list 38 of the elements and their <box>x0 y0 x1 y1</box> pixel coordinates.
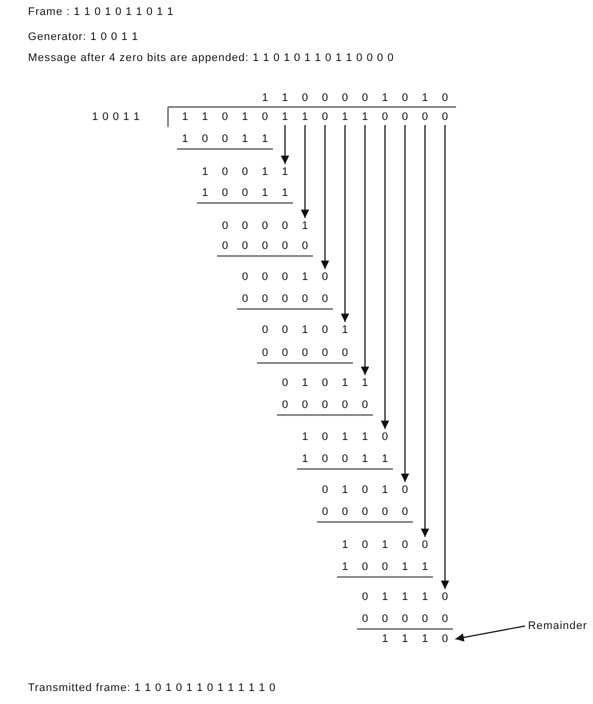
bit-row: 1 0 1 1 0 <box>302 430 394 444</box>
bit-row: 0 0 0 1 0 <box>242 270 334 284</box>
bit-row: 1 1 1 0 <box>382 632 454 646</box>
bit-row: 0 0 1 0 1 <box>262 323 354 337</box>
bit-row: 1 0 0 1 1 <box>342 560 434 574</box>
bit-row: 0 0 0 0 1 <box>222 219 314 233</box>
arrow <box>380 125 390 429</box>
bit-row: 0 0 0 0 0 <box>222 239 314 253</box>
arrow <box>420 125 430 537</box>
bit-row: 1 0 1 0 0 <box>342 538 434 552</box>
message-text: Message after 4 zero bits are appended: 1 1 0 1 0 1 1 0 1 1 0 0 0 0 <box>28 51 394 65</box>
bit-row: 1 0 0 1 1 <box>302 452 394 466</box>
divisor-text: 1 0 0 1 1 <box>92 110 140 124</box>
bit-row: 0 1 0 1 1 <box>282 376 374 390</box>
arrow <box>280 125 290 164</box>
bit-row: 0 0 0 0 0 <box>322 505 414 519</box>
generator-text: Generator: 1 0 0 1 1 <box>28 30 138 44</box>
bit-row: 0 0 0 0 0 <box>362 612 454 626</box>
frame-text: Frame : 1 1 0 1 0 1 1 0 1 1 <box>28 5 174 19</box>
bit-row: 1 1 0 1 0 1 1 0 1 1 0 0 0 0 <box>182 110 454 124</box>
bit-row: 0 0 0 0 0 <box>262 346 354 360</box>
leader-line <box>455 625 526 642</box>
callout-label: Remainder <box>528 619 588 633</box>
arrow <box>320 125 330 269</box>
arrow <box>400 125 410 482</box>
bit-row: 1 0 0 1 1 <box>202 186 294 200</box>
bit-row: 1 0 0 1 1 <box>202 165 294 179</box>
bit-row: 0 0 0 0 0 <box>282 398 374 412</box>
arrow <box>440 125 450 589</box>
bit-row: 0 1 0 1 0 <box>322 483 414 497</box>
quotient-row: 1 1 0 0 0 0 1 0 1 0 <box>262 91 454 105</box>
arrow <box>340 125 350 322</box>
arrow <box>300 125 310 218</box>
bit-row: 0 1 1 1 0 <box>362 590 454 604</box>
transmitted-frame-text: Transmitted frame: 1 1 0 1 0 1 1 0 1 1 1 1 1 0 <box>28 681 276 695</box>
arrow <box>360 125 370 375</box>
bit-row: 0 0 0 0 0 <box>242 292 334 306</box>
bit-row: 1 0 0 1 1 <box>182 132 274 146</box>
